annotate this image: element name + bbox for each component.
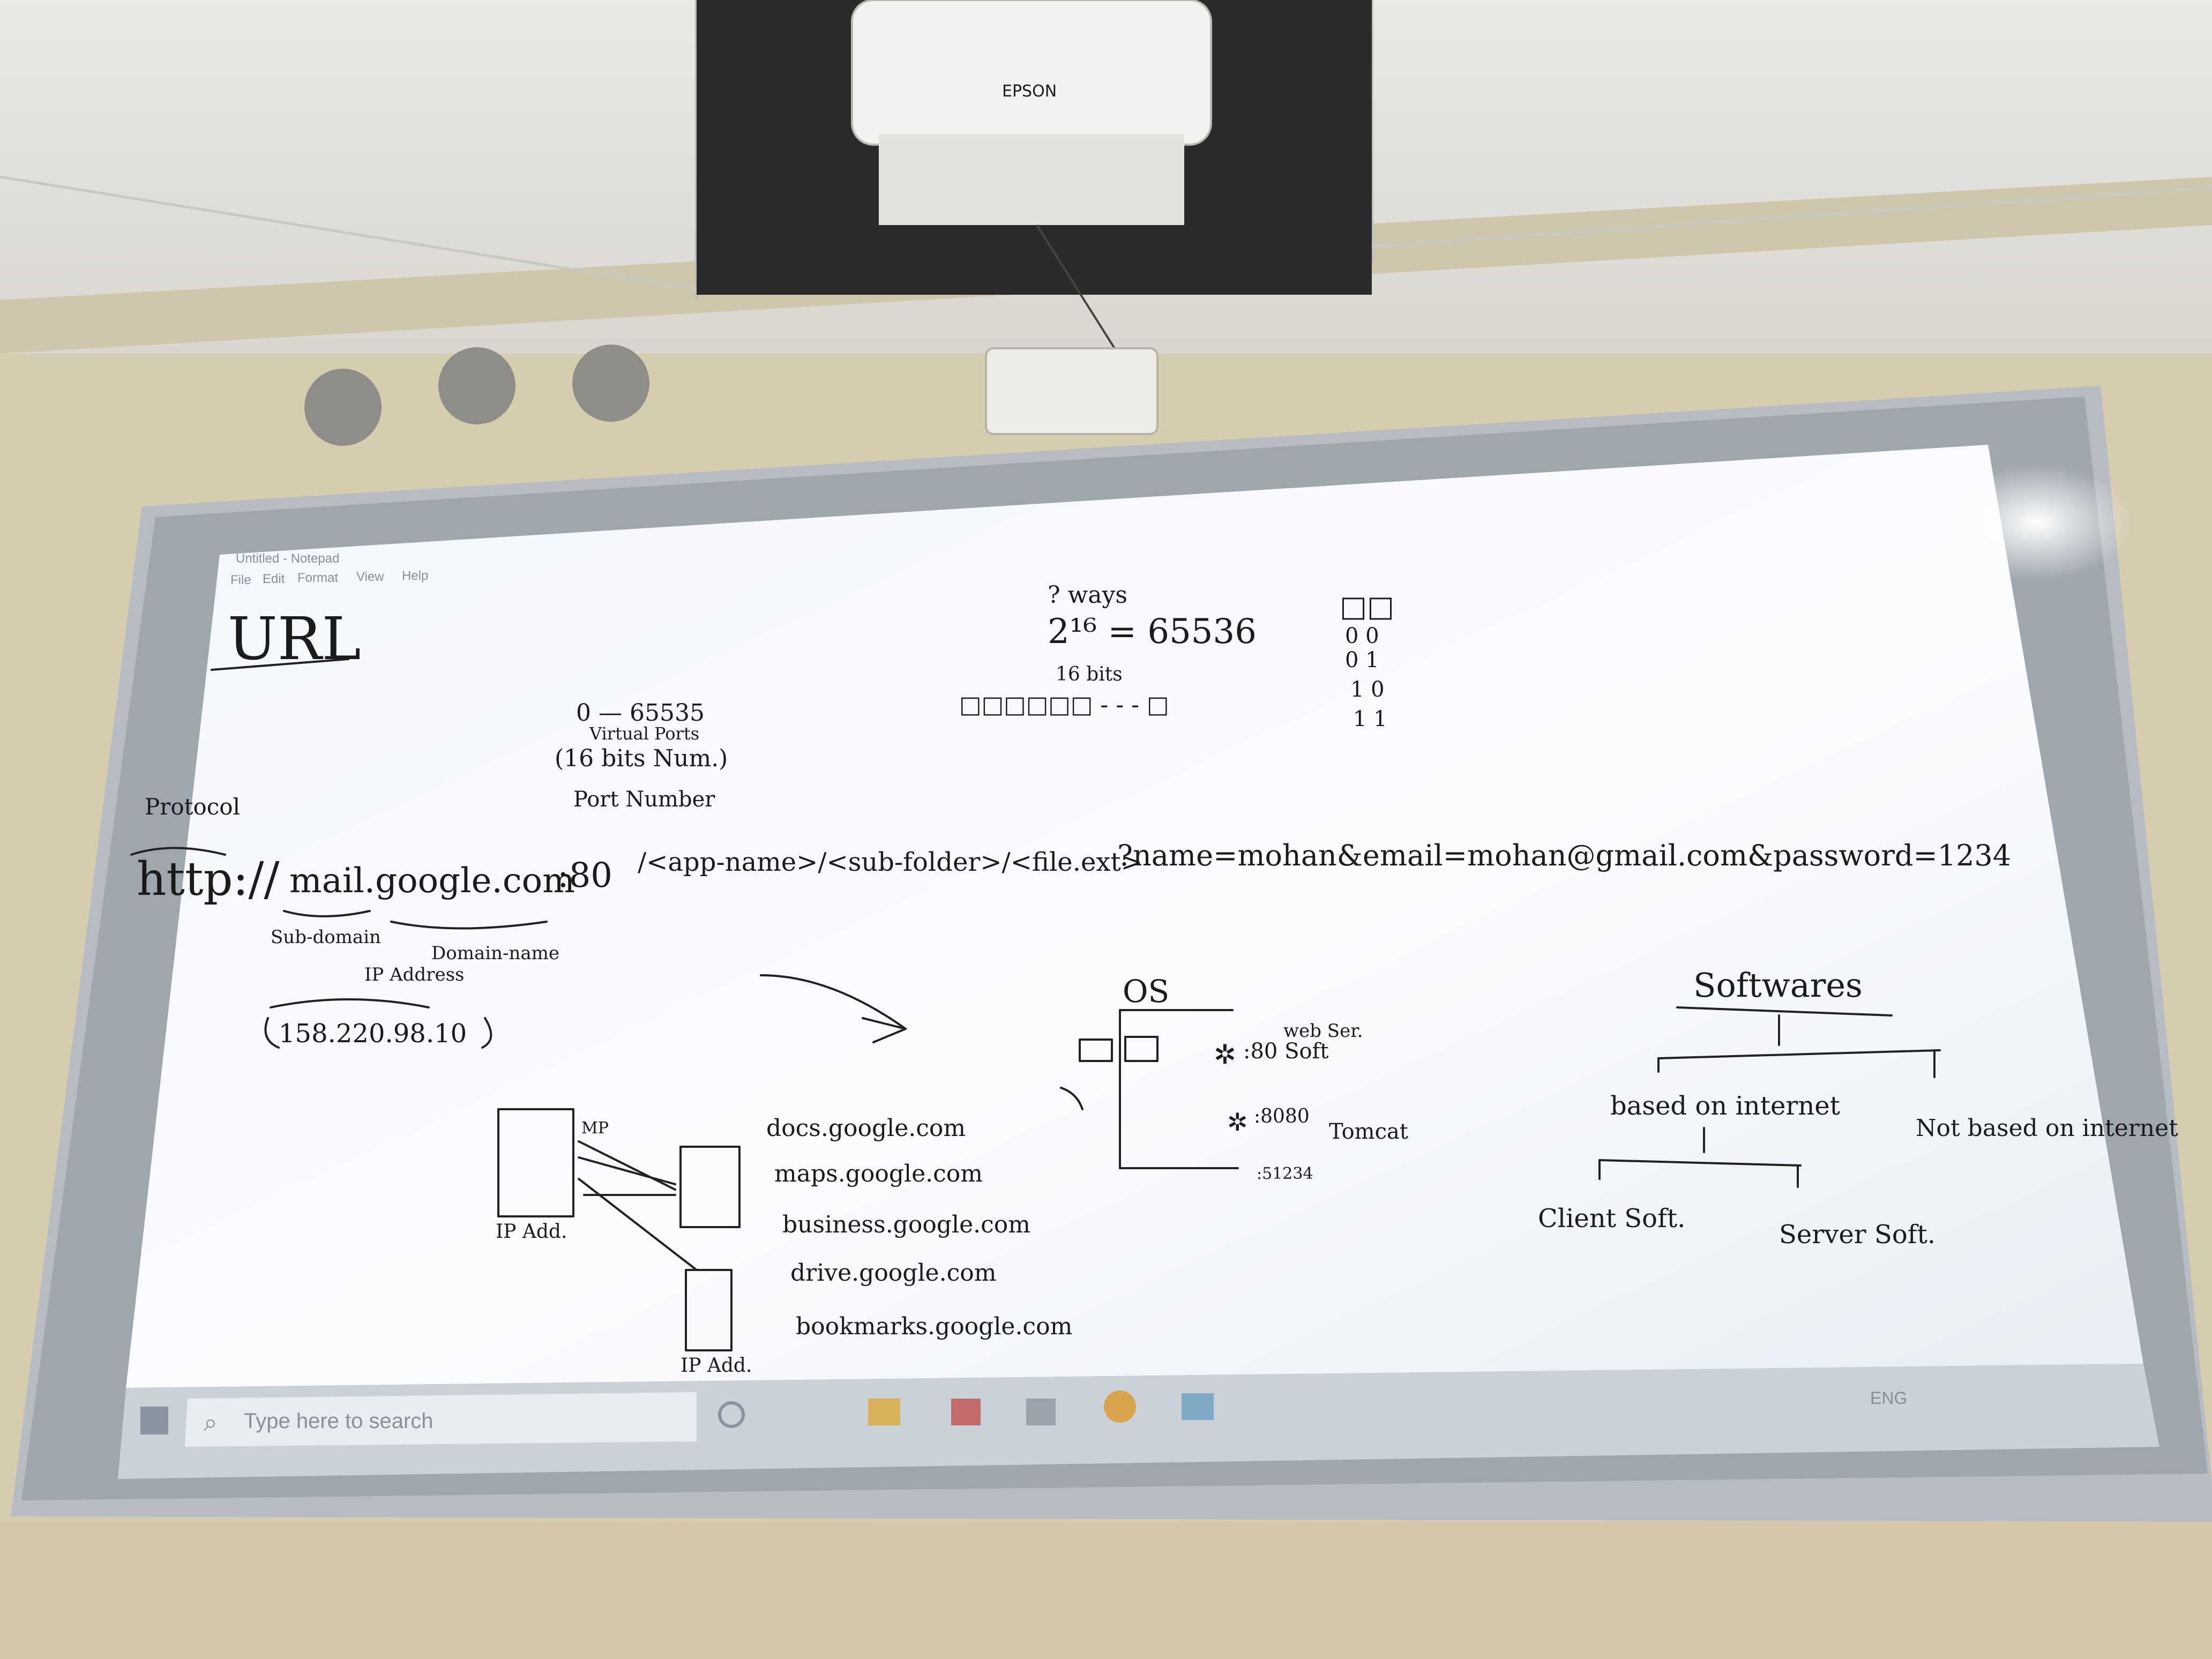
url-query: ?name=mohan&email=mohan@gmail.com&passwo… [1117,839,2011,872]
bit-col-header: □□ [1340,589,1394,623]
softwares-title: Softwares [1693,966,1863,1005]
menu-format[interactable]: Format [297,571,338,585]
label-domain-name: Domain-name [431,943,559,964]
left-mp: MP [581,1119,609,1138]
subdomain-item: docs.google.com [766,1115,966,1142]
bit-row: 0 1 [1345,648,1379,672]
taskbar-language: ENG [1870,1388,1907,1408]
projector-brand: EPSON [1002,82,1057,101]
glare [1940,464,2133,581]
taskbar-search-box[interactable] [185,1392,697,1447]
menu-help[interactable]: Help [402,569,428,583]
softwares-server-soft: Server Soft. [1779,1220,1935,1250]
subdomain-item: bookmarks.google.com [796,1313,1072,1340]
app-icon[interactable] [951,1399,981,1425]
label-port-number: Port Number [573,787,715,812]
url-port: :80 [557,856,612,895]
ip-value: 158.220.98.10 [279,1019,467,1049]
os-port-51234: :51234 [1257,1164,1313,1183]
label-port-range: 0 — 65535 [576,699,705,727]
menu-file[interactable]: File [230,573,251,587]
bit-row: 1 1 [1353,707,1387,731]
os-tomcat: Tomcat [1329,1119,1408,1144]
subdomain-item: maps.google.com [774,1160,983,1187]
label-ip-address: IP Address [364,964,464,985]
app-icon[interactable] [1182,1393,1214,1420]
window-title: Untitled - Notepad [236,551,339,566]
left-ip-add-2: IP Add. [681,1355,752,1377]
left-ip-add-1: IP Add. [496,1221,567,1243]
gear-icon: ✲ [1214,1039,1236,1070]
menu-bar: File Edit Format View Help [230,569,428,587]
chrome-icon[interactable] [1104,1391,1136,1423]
bit-row: 1 0 [1350,677,1385,702]
projector: EPSON [851,0,1212,225]
menu-view[interactable]: View [356,570,384,584]
os-web-server: web Ser. [1283,1020,1363,1042]
file-explorer-icon[interactable] [868,1399,900,1425]
cortana-icon[interactable] [718,1401,745,1428]
windows-start-icon[interactable] [140,1407,168,1434]
speaker [438,347,515,424]
bit-row: 0 0 [1345,624,1379,648]
gear-icon: ✲ [1227,1108,1248,1137]
speaker [304,369,382,446]
taskbar [118,1364,2159,1479]
label-16-bits-num: (16 bits Num.) [555,745,728,772]
softwares-client-soft: Client Soft. [1538,1204,1685,1234]
math-formula: 2¹⁶ = 65536 [1048,612,1257,652]
softwares-not-based-on-internet: Not based on internet [1916,1115,2178,1142]
board-camera [985,347,1159,435]
speaker [572,345,649,422]
url-protocol: http:// [137,853,280,906]
math-boxes: □□□□□□ - - - □ [959,691,1169,719]
app-icon[interactable] [1026,1399,1056,1425]
url-host: mail.google.com [289,861,575,901]
url-path: /<app-name>/<sub-folder>/<file.ext> [638,847,1142,877]
menu-edit[interactable]: Edit [263,572,285,586]
subdomain-item: drive.google.com [790,1259,996,1287]
os-port-8080: :8080 [1254,1105,1310,1127]
search-icon: ⌕ [204,1408,218,1436]
os-label: OS [1123,973,1169,1010]
wall [0,1522,2212,1659]
math-bits: 16 bits [1056,663,1123,685]
math-ways: ? ways [1048,581,1127,609]
heading-url: URL [228,604,361,673]
label-virtual-ports: Virtual Ports [589,723,699,744]
softwares-based-on-internet: based on internet [1610,1091,1840,1121]
label-protocol: Protocol [145,794,240,820]
os-port-80: :80 Soft [1243,1039,1328,1064]
taskbar-search-placeholder[interactable]: Type here to search [244,1409,434,1433]
subdomain-item: business.google.com [782,1211,1030,1238]
projected-screen [126,445,2143,1388]
label-sub-domain: Sub-domain [271,926,381,948]
